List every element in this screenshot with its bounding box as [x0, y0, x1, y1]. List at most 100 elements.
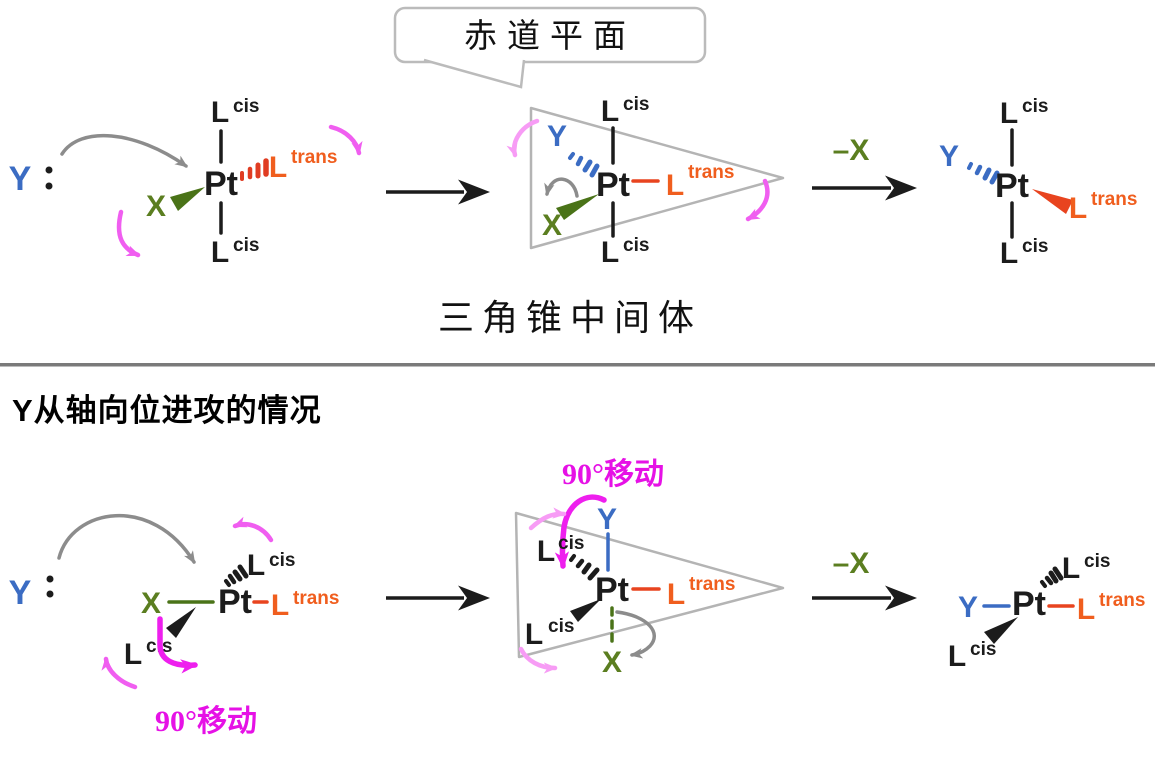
pt-lcis-hashed-wedge — [224, 564, 249, 587]
pt-atom-label: Pt — [995, 167, 1029, 205]
rotation-label: 90°移动 — [155, 705, 257, 738]
entering-ligand-label: Y — [958, 591, 978, 624]
leaving-ligand-label: X — [146, 190, 166, 223]
intermediate-caption: 三角锥中间体 — [438, 298, 702, 338]
pt-atom-label: Pt — [596, 166, 630, 204]
x-departure-arrow — [544, 177, 579, 198]
reactant-complex-top: Y L cis Pt L trans X L cis — [9, 96, 363, 269]
reaction-arrow-4: –X — [812, 547, 917, 611]
equatorial-plane-triangle — [529, 106, 785, 250]
nucleophile-attack-arrow — [57, 513, 196, 564]
rotation-arrow-bottom-left — [116, 209, 141, 258]
trans-superscript: trans — [1099, 590, 1145, 611]
leaving-ligand-label: X — [141, 587, 161, 620]
rotation-arrow-top-left — [528, 507, 567, 531]
ligand-trans-label: L — [269, 151, 287, 184]
pt-x-wedge-bond — [170, 187, 205, 211]
ligand-cis-top-label: L — [537, 535, 555, 568]
ligand-cis-top-label: L — [601, 95, 619, 128]
pt-ltrans-dashed-wedge — [240, 158, 269, 181]
cis-superscript: cis — [1022, 96, 1048, 117]
x-departure-arrow — [615, 610, 656, 659]
ligand-cis-bottom-label: L — [1000, 237, 1018, 270]
ligand-trans-label: L — [1077, 593, 1095, 626]
equatorial-plane-triangle — [514, 511, 785, 659]
product-complex-bottom: Y Pt L cis L trans L cis — [948, 551, 1146, 673]
pt-ltrans-wedge-bond — [1032, 189, 1073, 214]
cis-superscript: cis — [233, 235, 259, 256]
equatorial-plane-bubble: 赤道平面 — [393, 6, 707, 89]
bubble-box — [393, 6, 707, 64]
rotation-arrow-top-right — [328, 124, 363, 156]
cis-superscript: cis — [558, 533, 584, 554]
entering-ligand-label: Y — [9, 160, 32, 198]
ligand-trans-label: L — [667, 578, 685, 611]
cis-superscript: cis — [1084, 551, 1110, 572]
rotation-arrow-top-right — [232, 516, 274, 543]
ligand-trans-label: L — [666, 169, 684, 202]
reaction-arrow-2: –X — [812, 134, 917, 201]
pt-atom-label: Pt — [204, 165, 238, 203]
y-pt-dashed-wedge — [967, 162, 1000, 185]
reaction-arrow-3 — [386, 585, 490, 611]
ligand-cis-top-label: L — [1062, 552, 1080, 585]
trans-superscript: trans — [689, 574, 735, 595]
ligand-trans-label: L — [271, 589, 289, 622]
ligand-cis-top-label: L — [211, 96, 229, 129]
reaction-arrow-1 — [386, 179, 490, 205]
leaving-ligand-label: X — [602, 646, 622, 679]
pt-x-wedge-bond — [556, 194, 599, 220]
pt-lcis-hashed-wedge — [1040, 566, 1064, 588]
ligand-cis-top-label: L — [247, 549, 265, 582]
ninety-degree-shift-arrow — [157, 616, 199, 674]
entering-ligand-label: Y — [9, 574, 32, 612]
ligand-trans-label: L — [1069, 192, 1087, 225]
trans-superscript: trans — [688, 162, 734, 183]
ligand-cis-bottom-label: L — [124, 638, 142, 671]
lcis-pt-hashed-wedge — [569, 554, 600, 581]
rotation-arrow-bottom-left — [518, 646, 558, 674]
rotation-arrow-top-left — [506, 118, 540, 158]
bubble-tail — [423, 58, 526, 89]
trans-superscript: trans — [291, 147, 337, 168]
pt-atom-label: Pt — [218, 583, 252, 621]
section-divider — [0, 363, 1155, 367]
pt-lcis-wedge-bond — [570, 599, 601, 622]
nucleophile-attack-arrow — [60, 133, 188, 168]
cis-superscript: cis — [269, 550, 295, 571]
product-complex-top: L cis Y Pt L trans L cis — [939, 96, 1137, 270]
cis-superscript: cis — [970, 639, 996, 660]
ligand-cis-bottom-label: L — [601, 236, 619, 269]
y-pt-dashed-wedge — [568, 152, 600, 178]
pt-lcis-wedge-bond — [984, 617, 1018, 644]
ninety-degree-shift-arrow — [554, 494, 607, 570]
ligand-cis-bottom-label: L — [211, 236, 229, 269]
cis-superscript: cis — [1022, 236, 1048, 257]
trans-superscript: trans — [293, 588, 339, 609]
entering-ligand-label: Y — [597, 503, 617, 536]
rotation-arrow-right — [745, 178, 770, 222]
pt-atom-label: Pt — [1012, 585, 1046, 623]
intermediate-complex-bottom: 90°移动 Y L cis Pt L trans L cis X — [514, 458, 785, 679]
lone-pair-dots — [45, 166, 53, 190]
lone-pair-dots — [46, 575, 54, 598]
rotation-arrow-bottom-left — [101, 656, 138, 690]
trans-superscript: trans — [1091, 189, 1137, 210]
minus-x-label: –X — [833, 134, 870, 167]
entering-ligand-label: Y — [547, 120, 567, 153]
ligand-cis-bottom-label: L — [948, 640, 966, 673]
leaving-ligand-label: X — [542, 209, 562, 242]
rotation-label: 90°移动 — [562, 458, 664, 491]
cis-superscript: cis — [623, 235, 649, 256]
cis-superscript: cis — [233, 96, 259, 117]
ligand-cis-bottom-label: L — [525, 618, 543, 651]
bubble-label: 赤道平面 — [464, 18, 636, 55]
section-heading: Y从轴向位进攻的情况 — [12, 393, 322, 428]
reactant-complex-bottom: Y X Pt L cis L trans L cis 90°移动 — [9, 513, 339, 738]
cis-superscript: cis — [548, 616, 574, 637]
entering-ligand-label: Y — [939, 140, 959, 173]
intermediate-complex-top: L cis Y Pt X L cis L trans — [506, 94, 785, 269]
minus-x-label: –X — [833, 547, 870, 580]
